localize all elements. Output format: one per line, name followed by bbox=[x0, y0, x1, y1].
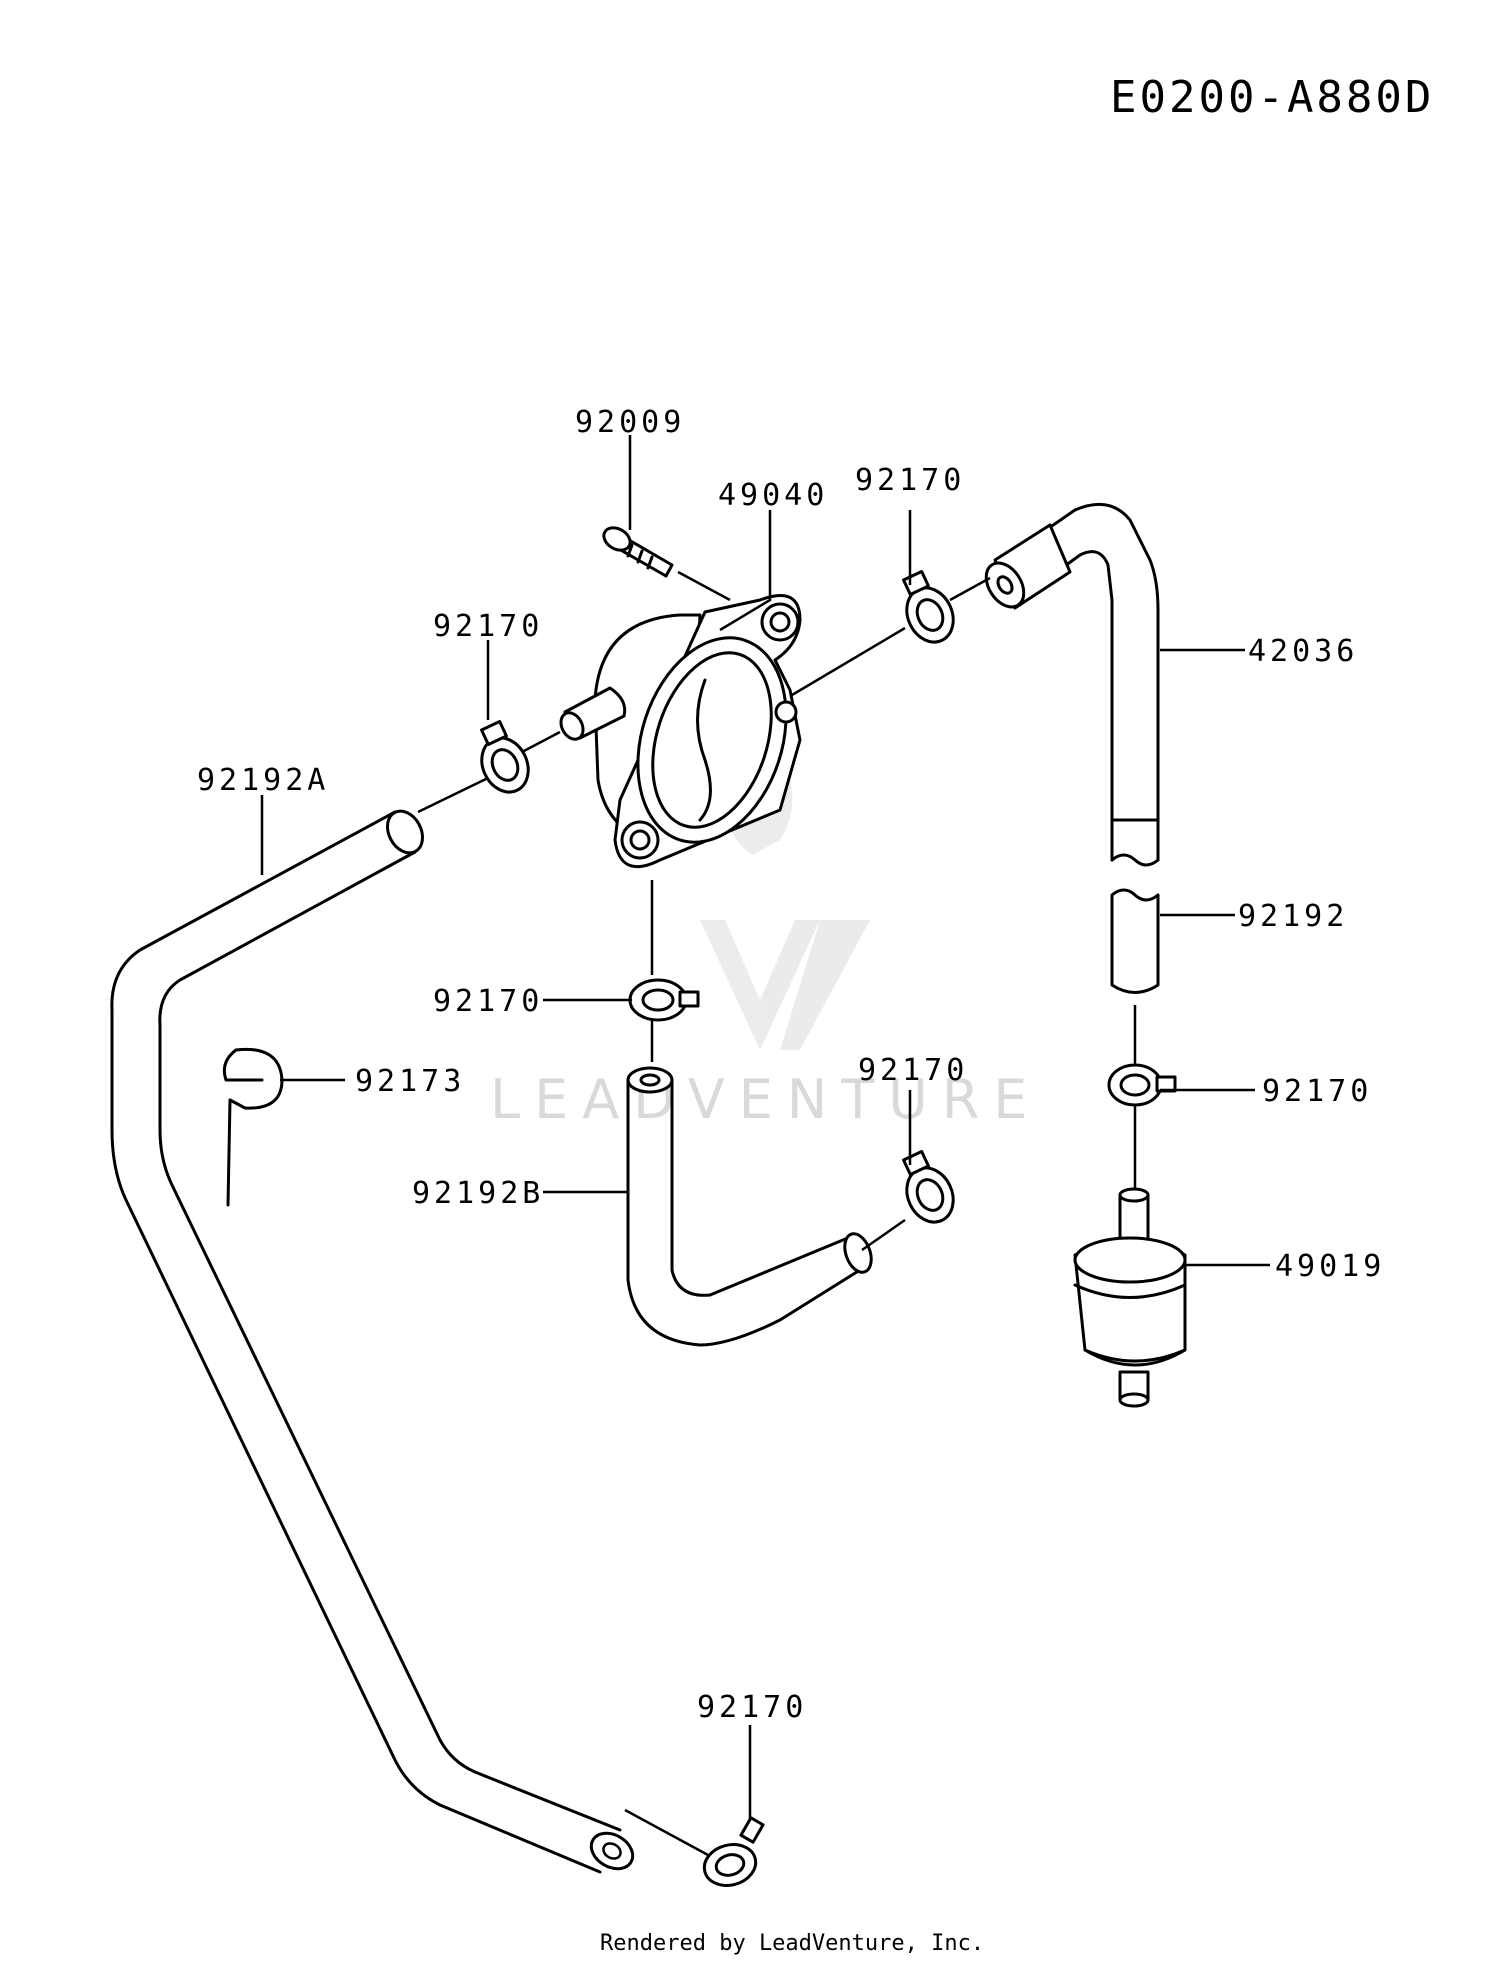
clamp-92170-lower[interactable] bbox=[898, 1150, 962, 1230]
part-label-92173[interactable]: 92173 bbox=[355, 1064, 465, 1099]
part-labels: 92009 49040 92170 42036 92170 92192A 921… bbox=[197, 405, 1385, 1725]
screw-axis-line bbox=[677, 570, 731, 602]
screw-92009[interactable] bbox=[600, 523, 674, 578]
clamp-92170-left[interactable] bbox=[473, 720, 537, 800]
watermark-text: LEADVENTURE bbox=[490, 1068, 1041, 1131]
clamp-92170-bottom[interactable] bbox=[700, 1816, 765, 1891]
diagram-code: E0200-A880D bbox=[1110, 72, 1434, 123]
part-label-49019[interactable]: 49019 bbox=[1275, 1249, 1385, 1284]
part-label-92009[interactable]: 92009 bbox=[575, 405, 685, 440]
part-label-49040[interactable]: 49040 bbox=[718, 478, 828, 513]
part-label-92192b[interactable]: 92192B bbox=[412, 1176, 544, 1211]
part-label-92192[interactable]: 92192 bbox=[1238, 899, 1348, 934]
hose-92192a[interactable] bbox=[110, 805, 639, 1876]
clamp-92170-mid[interactable] bbox=[628, 978, 700, 1022]
fuel-filter-49019[interactable] bbox=[1073, 1187, 1187, 1408]
hose-92192[interactable] bbox=[1110, 888, 1160, 994]
center-lines bbox=[417, 576, 1137, 1857]
hose-92192b[interactable] bbox=[626, 1066, 876, 1347]
part-label-92170-top[interactable]: 92170 bbox=[855, 463, 965, 498]
part-label-92170-right[interactable]: 92170 bbox=[1262, 1074, 1372, 1109]
leader-lines bbox=[260, 435, 1270, 1820]
watermark: LEADVENTURE bbox=[490, 740, 1041, 1131]
clip-92173[interactable] bbox=[222, 1047, 284, 1207]
part-label-92170-left[interactable]: 92170 bbox=[433, 609, 543, 644]
part-label-92170-lower[interactable]: 92170 bbox=[858, 1053, 968, 1088]
part-label-92192a[interactable]: 92192A bbox=[197, 763, 329, 798]
fuel-pump-49040[interactable] bbox=[557, 594, 811, 869]
part-label-92170-mid[interactable]: 92170 bbox=[433, 984, 543, 1019]
clamp-92170-right[interactable] bbox=[1107, 1063, 1177, 1107]
footer-credit: Rendered by LeadVenture, Inc. bbox=[600, 1931, 984, 1956]
part-label-42036[interactable]: 42036 bbox=[1248, 634, 1358, 669]
hose-42036[interactable] bbox=[979, 502, 1160, 867]
part-label-92170-bottom[interactable]: 92170 bbox=[697, 1690, 807, 1725]
clamp-92170-top[interactable] bbox=[898, 570, 962, 650]
